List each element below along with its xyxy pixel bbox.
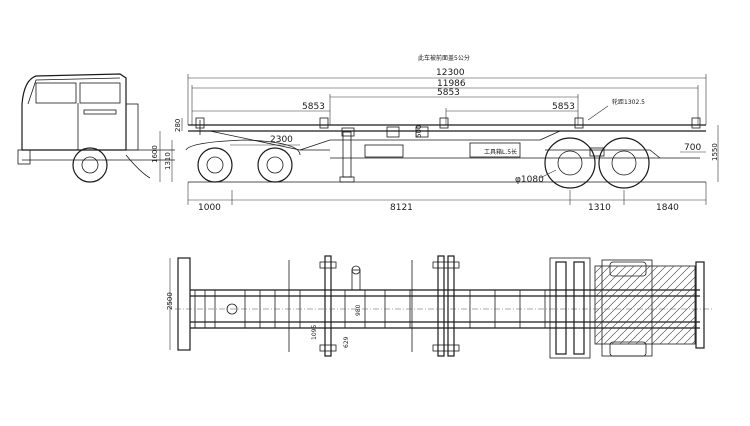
dim-frame-height: 1310 — [164, 152, 172, 170]
dim-landing-leg: 500 — [415, 125, 423, 138]
dim-main-span: 8121 — [390, 203, 413, 213]
dim-width: 2500 — [166, 292, 174, 310]
title-note: 此车被前面盖5公分 — [418, 54, 470, 62]
trailer-frame: 工具箱L.5长 — [188, 117, 706, 159]
dim-left-span: 5853 — [302, 102, 325, 112]
dim-crossmember-a: 1095 — [311, 325, 318, 340]
dim-kingpin-height: 280 — [174, 119, 182, 132]
vertical-dims-right: 1550 700 — [680, 125, 719, 182]
rear-deck-hatch — [595, 266, 695, 344]
toolbox-note: 工具箱L.5长 — [484, 148, 517, 156]
dim-crossmember-b: 629 — [343, 336, 350, 348]
dim-axle-spacing: 1310 — [588, 203, 611, 213]
dim-mid-length: 5853 — [437, 88, 460, 98]
top-view-frame: 2500 980 1095 629 — [166, 255, 712, 359]
dim-right-span: 5853 — [552, 102, 575, 112]
tractor-wheels — [72, 139, 301, 183]
dim-leg-width: 980 — [355, 304, 362, 316]
axle-note: 轮距1302.5 — [612, 98, 645, 106]
landing-leg — [339, 127, 355, 183]
bottom-dimensions: 1000 8121 1310 1840 — [187, 181, 707, 213]
trailer-axles: φ1080 — [515, 137, 661, 189]
dim-tire-diameter: φ1080 — [515, 175, 544, 185]
dim-suspension: 700 — [684, 143, 701, 153]
dim-fifth-wheel: 2300 — [270, 135, 293, 145]
dim-bed-length: 11986 — [437, 79, 466, 89]
dim-deck-height: 1600 — [151, 145, 159, 163]
dim-rear-overhang: 1840 — [656, 203, 679, 213]
dim-overall-length: 12300 — [436, 68, 465, 78]
tractor-cab — [17, 73, 175, 165]
vertical-dims-left: 280 1600 1310 2300 500 — [151, 118, 423, 182]
top-dimensions: 12300 11986 5853 5853 5853 轮距1302.5 — [187, 68, 707, 125]
dim-wheelbase-front: 1000 — [198, 203, 221, 213]
dim-rear-height: 1550 — [711, 143, 719, 161]
